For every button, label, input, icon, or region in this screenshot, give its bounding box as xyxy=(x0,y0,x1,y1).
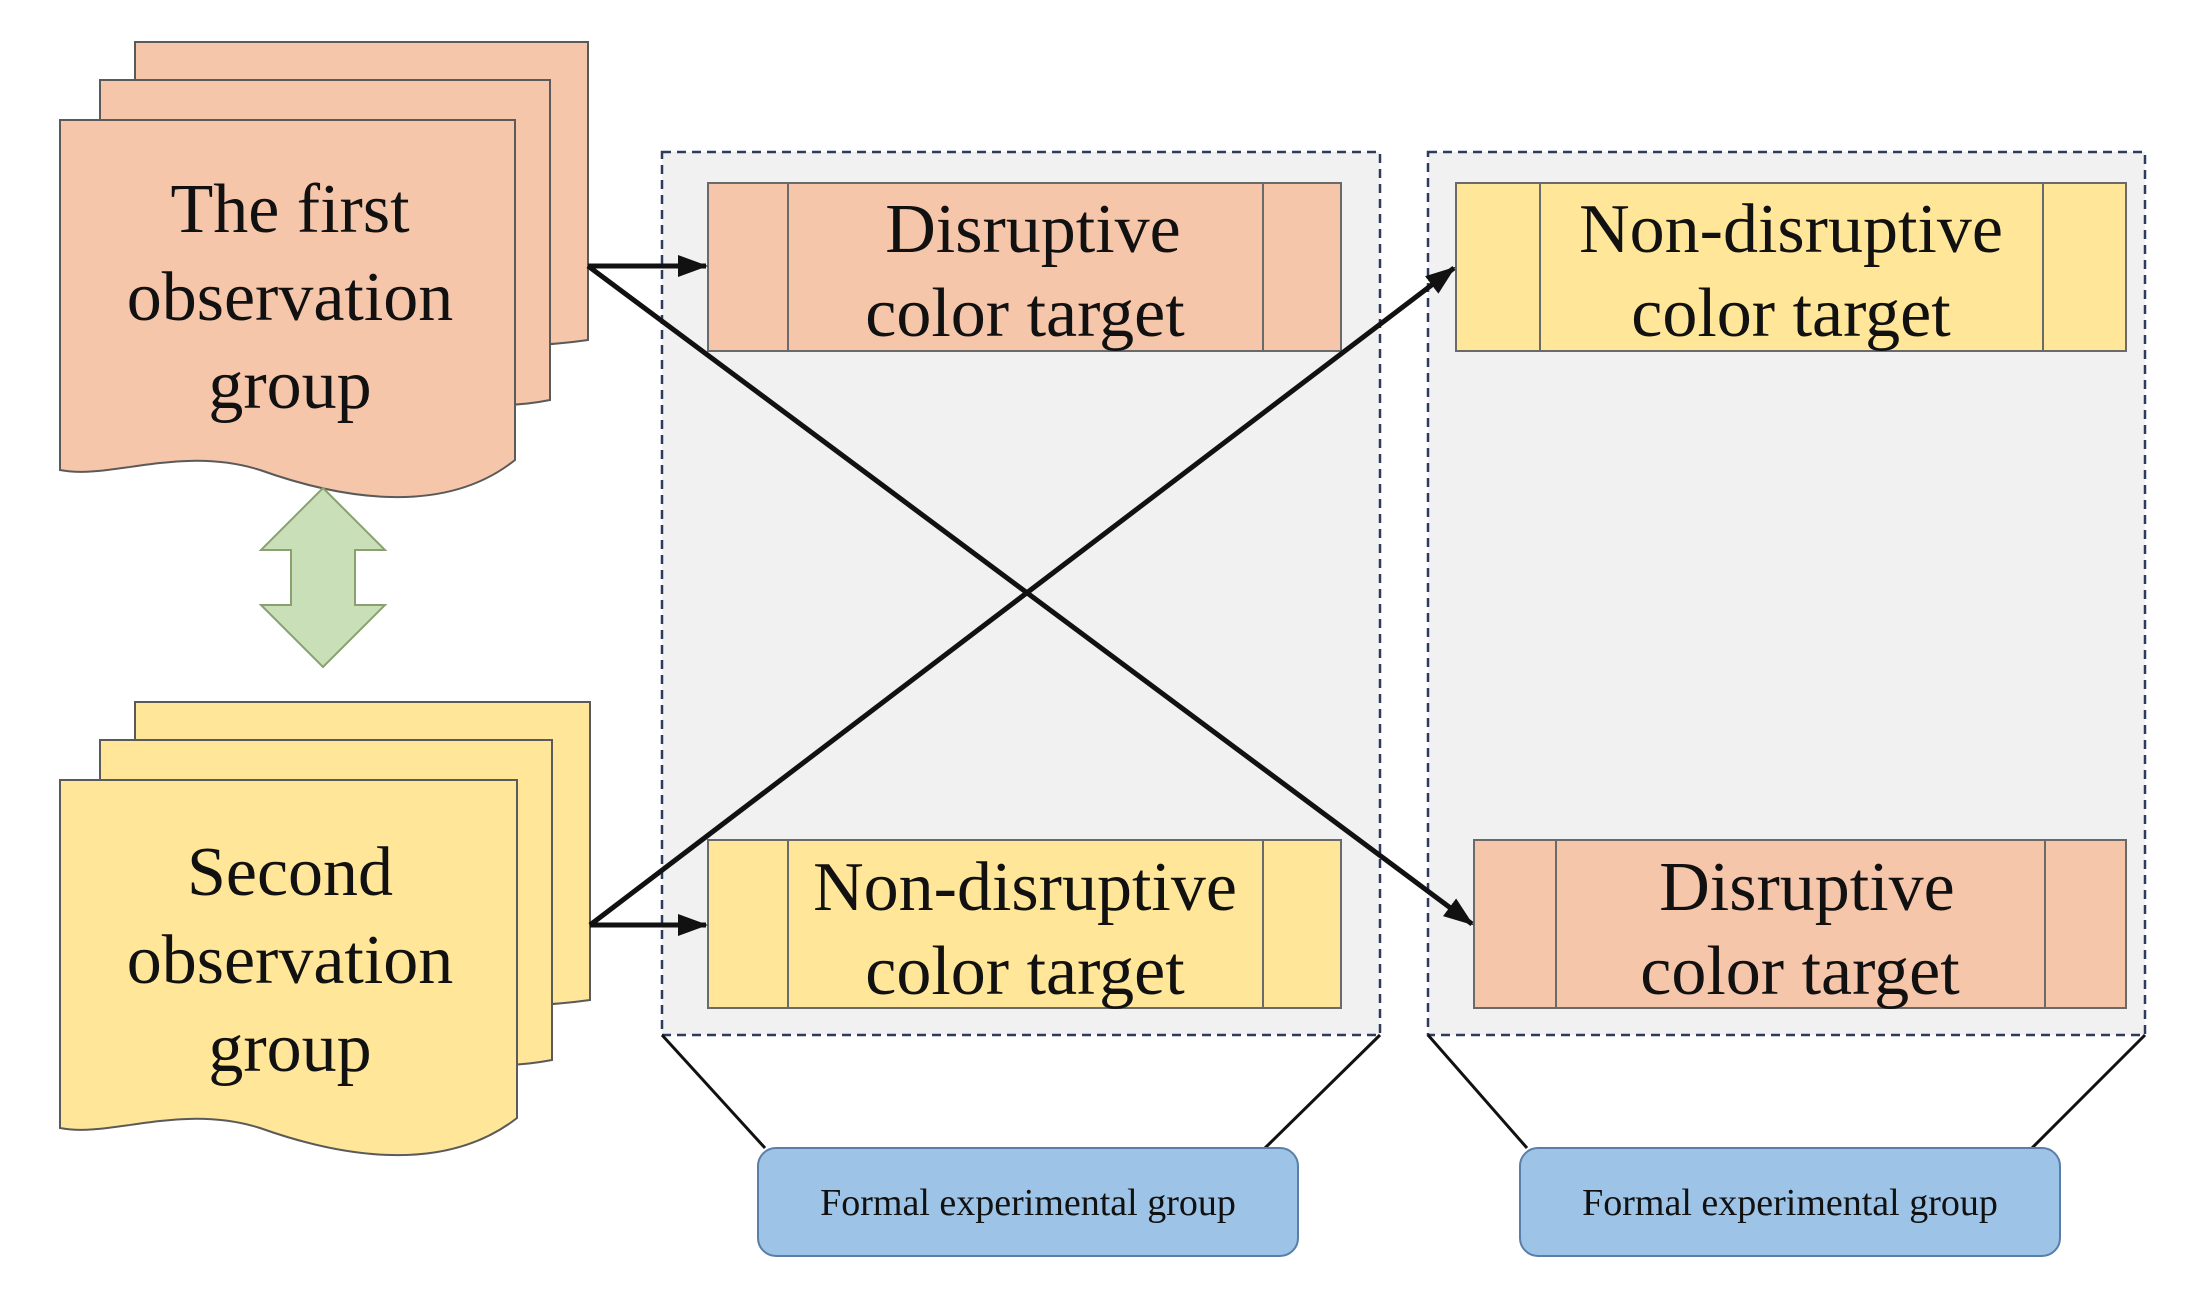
formal-experimental-group-label: Formal experimental group xyxy=(1582,1182,1998,1224)
group-label-line2: observation xyxy=(127,259,454,336)
group-label-line3: group xyxy=(208,347,371,424)
arrow-second-to-right-non-disruptive xyxy=(588,266,1456,927)
right-panel: Non-disruptive color target Disruptive c… xyxy=(1426,150,2147,1037)
non-disruptive-color-target: Non-disruptive color target xyxy=(707,839,1342,1010)
disruptive-color-target: Disruptive color target xyxy=(707,182,1342,352)
target-label-line1: Disruptive xyxy=(1659,849,1955,926)
label-box xyxy=(757,1147,1299,1257)
target-box xyxy=(1455,182,2127,352)
bracket-line xyxy=(1426,1034,1529,1149)
arrow-first-to-right-disruptive xyxy=(586,263,1474,927)
up-down-arrow-icon xyxy=(258,486,388,669)
document-sheet-front xyxy=(59,119,516,499)
target-box xyxy=(707,839,1342,1009)
bracket-line xyxy=(2030,1033,2147,1150)
label-box xyxy=(1519,1147,2061,1257)
right-group-label: Formal experimental group xyxy=(1426,1033,2147,1257)
document-sheet-front xyxy=(59,779,518,1157)
target-label-line2: color target xyxy=(1631,275,1951,352)
left-group-label: Formal experimental group xyxy=(660,1033,1382,1257)
second-observation-group: Second observation group xyxy=(59,701,591,1157)
target-label-line1: Non-disruptive xyxy=(813,849,1237,926)
connector-arrows xyxy=(586,255,1474,936)
target-label-line2: color target xyxy=(865,275,1185,352)
disruptive-color-target: Disruptive color target xyxy=(1473,839,2127,1010)
target-label-line1: Disruptive xyxy=(885,191,1181,268)
group-label-line1: The first xyxy=(170,171,410,248)
bracket-line xyxy=(660,1033,767,1150)
target-label-line1: Non-disruptive xyxy=(1579,191,2003,268)
bracket-line xyxy=(1263,1033,1382,1150)
left-panel: Disruptive color target Non-disruptive c… xyxy=(660,150,1382,1037)
formal-experimental-group-label: Formal experimental group xyxy=(820,1182,1236,1224)
target-label-line2: color target xyxy=(1640,933,1960,1010)
non-disruptive-color-target: Non-disruptive color target xyxy=(1455,182,2127,352)
target-label-line2: color target xyxy=(865,933,1185,1010)
group-label-line3: group xyxy=(208,1010,371,1087)
group-label-line2: observation xyxy=(127,922,454,999)
group-label-line1: Second xyxy=(187,834,393,911)
target-box xyxy=(707,182,1342,352)
first-observation-group: The first observation group xyxy=(59,41,589,499)
target-box xyxy=(1473,839,2127,1009)
